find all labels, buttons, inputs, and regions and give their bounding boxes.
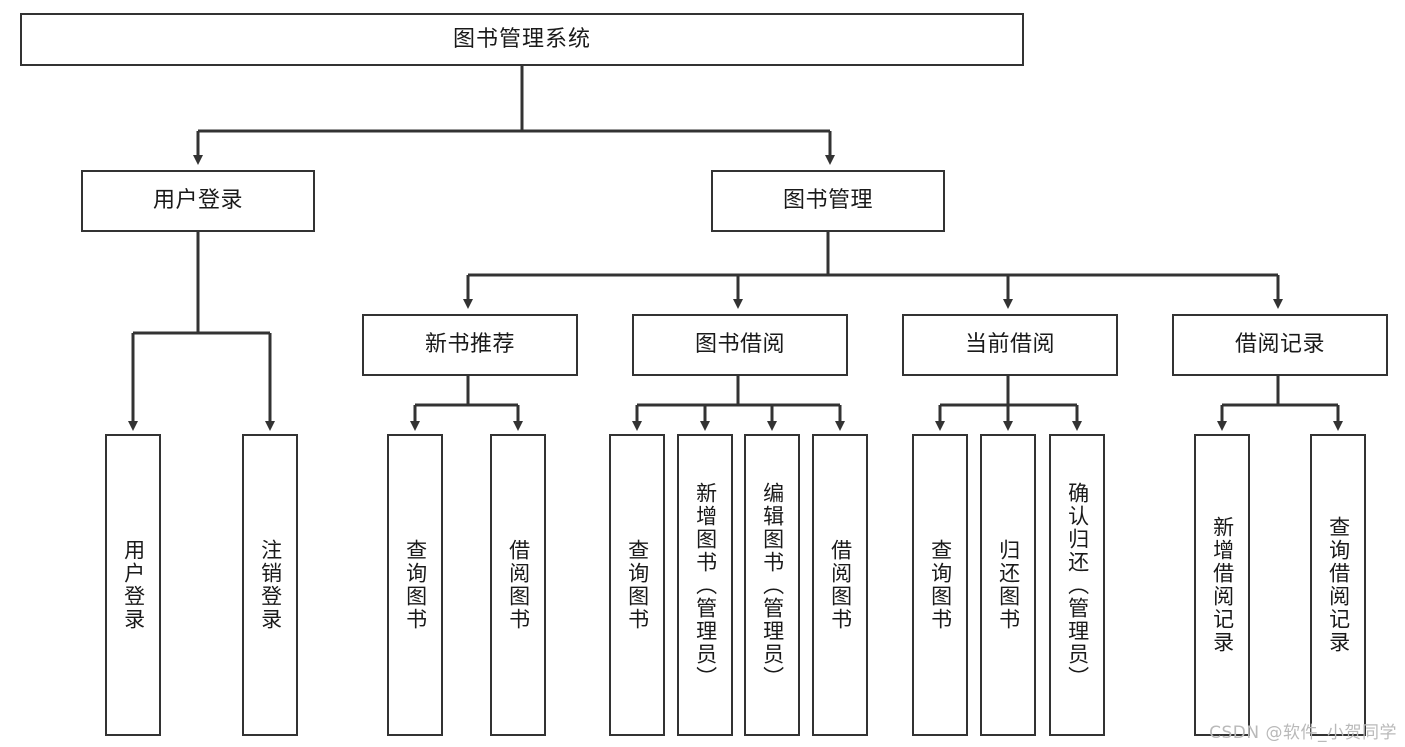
node-leaf-query-book-borrow[interactable]: 查询图书 [609, 434, 665, 736]
node-new-book-recommend[interactable]: 新书推荐 [362, 314, 578, 376]
node-leaf-query-book-current[interactable]: 查询图书 [912, 434, 968, 736]
node-current-borrow[interactable]: 当前借阅 [902, 314, 1118, 376]
node-leaf-borrow-book-recommend[interactable]: 借阅图书 [490, 434, 546, 736]
node-label: 确认归还（管理员） [1065, 481, 1090, 689]
node-label: 图书管理 [782, 188, 873, 214]
node-leaf-edit-book-admin[interactable]: 编辑图书（管理员） [744, 434, 800, 736]
node-label: 编辑图书（管理员） [760, 481, 785, 689]
node-user-login[interactable]: 用户登录 [81, 170, 315, 232]
node-label: 查询图书 [625, 539, 650, 631]
node-leaf-logout[interactable]: 注销登录 [242, 434, 298, 736]
node-leaf-borrow-book[interactable]: 借阅图书 [812, 434, 868, 736]
node-label: 查询图书 [403, 539, 428, 631]
node-label: 新增借阅记录 [1210, 516, 1235, 654]
node-leaf-add-borrow-record[interactable]: 新增借阅记录 [1194, 434, 1250, 736]
node-label: 查询借阅记录 [1326, 516, 1351, 654]
node-leaf-query-borrow-record[interactable]: 查询借阅记录 [1310, 434, 1366, 736]
node-label: 归还图书 [996, 539, 1021, 631]
csdn-watermark: CSDN @软件_小贺同学 [1209, 723, 1397, 743]
node-leaf-confirm-return-admin[interactable]: 确认归还（管理员） [1049, 434, 1105, 736]
node-label: 图书借阅 [694, 332, 785, 358]
node-label: 图书管理系统 [452, 26, 591, 52]
node-label: 当前借阅 [964, 332, 1055, 358]
node-label: 新书推荐 [424, 332, 515, 358]
node-label: 借阅记录 [1234, 332, 1325, 358]
node-label: 借阅图书 [828, 539, 853, 631]
node-borrow-record[interactable]: 借阅记录 [1172, 314, 1388, 376]
node-label: 查询图书 [928, 539, 953, 631]
node-book-borrow[interactable]: 图书借阅 [632, 314, 848, 376]
node-book-management[interactable]: 图书管理 [711, 170, 945, 232]
node-leaf-user-login[interactable]: 用户登录 [105, 434, 161, 736]
node-label: 注销登录 [258, 539, 283, 631]
node-label: 用户登录 [121, 539, 146, 631]
node-leaf-add-book-admin[interactable]: 新增图书（管理员） [677, 434, 733, 736]
node-label: 新增图书（管理员） [693, 481, 718, 689]
node-label: 用户登录 [152, 188, 243, 214]
node-root-book-management-system[interactable]: 图书管理系统 [20, 13, 1024, 66]
node-label: 借阅图书 [506, 539, 531, 631]
node-leaf-query-book-recommend[interactable]: 查询图书 [387, 434, 443, 736]
node-leaf-return-book[interactable]: 归还图书 [980, 434, 1036, 736]
